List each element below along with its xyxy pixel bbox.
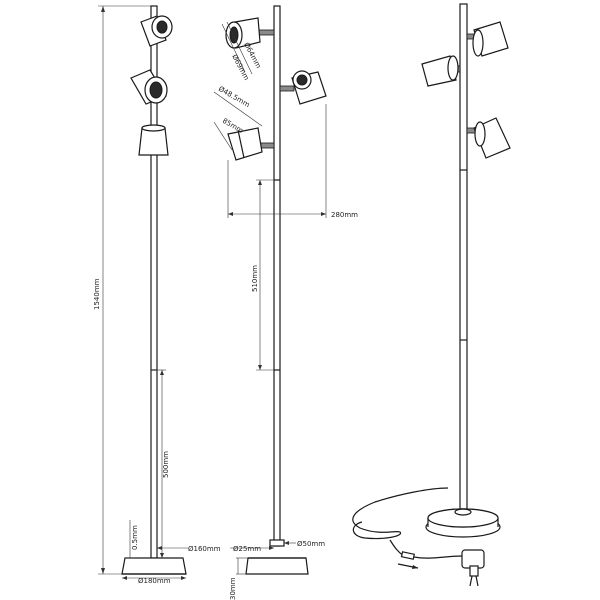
perspective-base [425, 508, 501, 538]
middle-segment-dimension: 510mm [251, 179, 274, 371]
side-pole [273, 5, 281, 547]
base-bottom-diameter-dimension: Ø180mm [122, 576, 186, 585]
total-height-label: 1540mm [93, 278, 101, 310]
arm-reach-label: 280mm [331, 211, 358, 219]
perspective-view [352, 3, 511, 587]
shade-length-label: 85mm [221, 117, 245, 135]
total-height-dimension: 1540mm [93, 5, 151, 575]
collar-diameter-label: Ø50mm [297, 540, 325, 548]
power-cable [352, 487, 463, 569]
shade-rear-diameter-label: Ø69mm [230, 53, 250, 82]
perspective-shade-bottom [466, 117, 511, 159]
arm-reach-dimension: 280mm [227, 104, 358, 219]
front-view: 1540mm 500mm 0.5mm Ø160mm Ø180mm [93, 5, 221, 585]
middle-segment-label: 510mm [251, 265, 259, 292]
base-top-diameter-label: Ø160mm [188, 545, 221, 553]
side-view: Ø64mm Ø69mm Ø48.5mm 85mm 280mm 510mm [213, 5, 358, 600]
lower-segment-dimension: 500mm [151, 369, 170, 558]
power-plug [461, 549, 485, 587]
pole-diameter-dimension: Ø25mm [230, 545, 274, 553]
base-height-dimension: 30mm [229, 557, 248, 600]
base-bottom-diameter-label: Ø180mm [138, 577, 171, 585]
base-height-label: 30mm [229, 577, 237, 600]
front-shade-bottom [138, 124, 169, 156]
shade-front-diameter-label: Ø64mm [242, 41, 262, 70]
perspective-pole [459, 3, 468, 510]
pole-diameter-label: Ø25mm [233, 545, 261, 553]
side-shade-bottom [227, 127, 275, 161]
front-base [121, 557, 187, 575]
side-shade-middle [279, 70, 327, 105]
lower-segment-label: 500mm [162, 451, 170, 478]
front-shade-top [140, 15, 173, 47]
front-shade-middle [130, 69, 168, 105]
base-thickness-dimension: 0.5mm [125, 520, 139, 559]
collar-diameter-dimension: Ø50mm [284, 540, 325, 548]
base-thickness-label: 0.5mm [131, 525, 139, 550]
shade-small-diameter-label: Ø48.5mm [217, 85, 251, 109]
side-base [245, 539, 309, 575]
base-top-diameter-dimension: Ø160mm [157, 545, 221, 553]
perspective-shade-top [466, 21, 509, 57]
perspective-shade-left [421, 55, 461, 87]
